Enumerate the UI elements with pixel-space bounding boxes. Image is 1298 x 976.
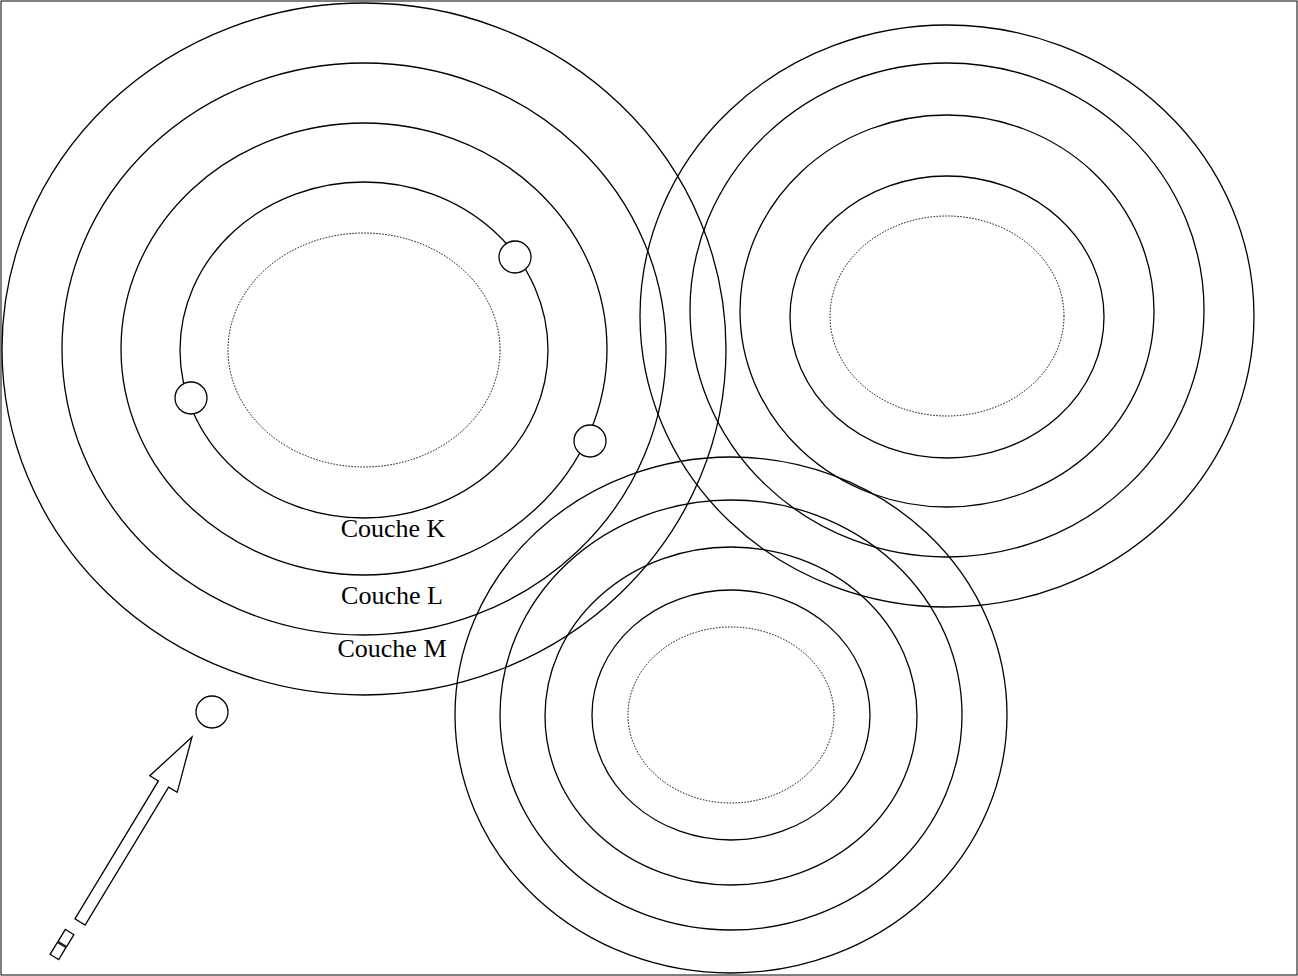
shell-label: Couche K (341, 516, 446, 542)
atom-bottom (455, 457, 1007, 973)
atom-right (640, 25, 1254, 607)
shell-label: Couche L (341, 583, 443, 609)
atom-left (2, 3, 726, 695)
electrons (175, 241, 606, 728)
incoming-arrow (50, 737, 192, 960)
shell-label: Couche M (337, 636, 446, 662)
